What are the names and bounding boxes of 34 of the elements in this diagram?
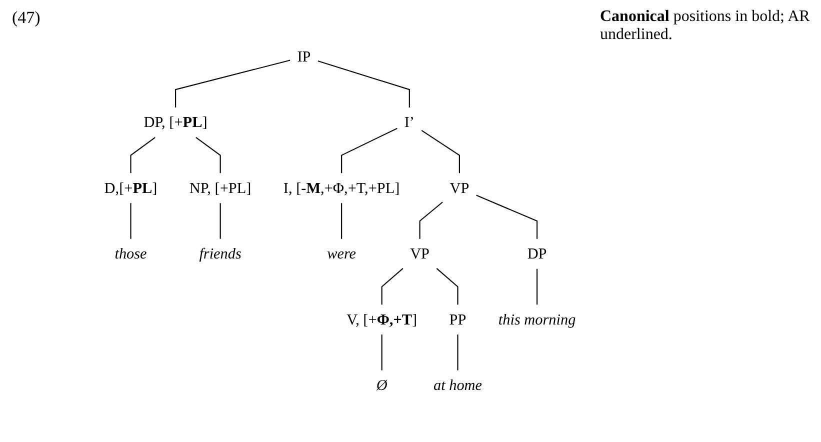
connector: [220, 203, 221, 239]
connector: [421, 130, 460, 174]
connector: [536, 268, 538, 305]
node-text: NP, [+PL]: [189, 179, 252, 196]
note-text: Canonical positions in bold; AR underlined.: [600, 8, 810, 45]
node-text: DP: [527, 245, 547, 262]
node-text: I’: [404, 114, 414, 131]
connector: [381, 334, 382, 370]
connector: [318, 60, 410, 108]
connector: [196, 136, 221, 174]
connector: [175, 60, 290, 108]
node-text: D,[+PL]: [104, 179, 158, 196]
node-text: this morning: [498, 310, 576, 328]
connector: [341, 203, 342, 239]
connector: [457, 334, 458, 370]
node-text: I, [-M,+Φ,+T,+PL]: [283, 179, 400, 196]
example-number: (47): [12, 8, 40, 28]
node-text: DP, [+PL]: [144, 114, 208, 131]
connector: [381, 268, 404, 305]
node-text: were: [327, 245, 356, 262]
connector: [130, 136, 156, 174]
connector: [130, 203, 132, 239]
node-text: friends: [199, 245, 242, 262]
connector: [436, 268, 458, 305]
node-text: PP: [449, 310, 466, 328]
connector: [419, 202, 443, 239]
connector: [341, 128, 398, 174]
node-text: VP: [450, 179, 470, 196]
node-text: VP: [410, 245, 430, 262]
connector: [476, 194, 538, 239]
node-text: V, [+Φ,+T]: [346, 310, 418, 328]
node-text: those: [114, 245, 147, 262]
node-text: at home: [433, 376, 482, 394]
node-text: IP: [297, 48, 311, 65]
